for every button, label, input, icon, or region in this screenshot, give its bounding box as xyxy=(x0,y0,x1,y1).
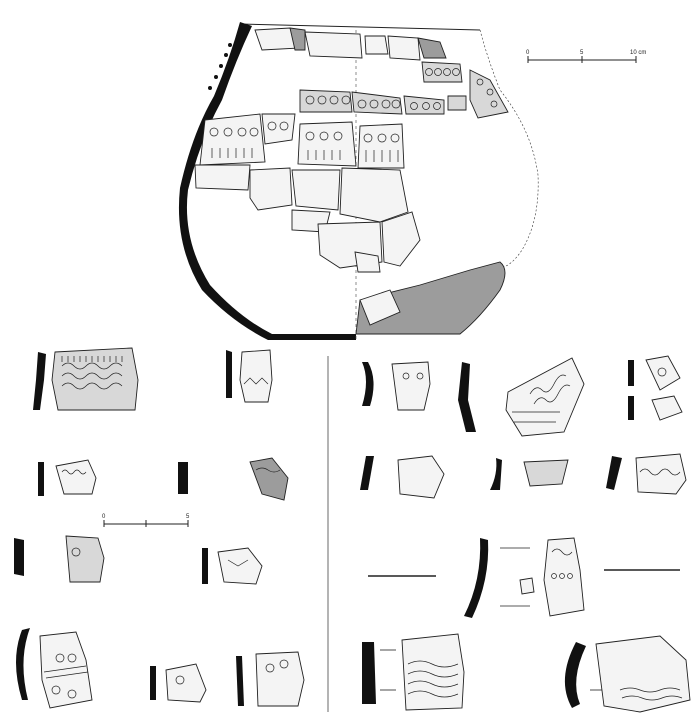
scale-label-0: 0 xyxy=(526,50,530,56)
sherd-9 xyxy=(236,651,305,707)
sherd-2 xyxy=(226,349,273,403)
sherd-16 xyxy=(464,537,585,618)
scale-label-10cm: 10 cm xyxy=(630,50,646,56)
sherd-8 xyxy=(150,663,207,703)
sherd-14 xyxy=(490,458,569,490)
small-scale-label-5: 5 xyxy=(186,514,190,520)
sherd-11 xyxy=(458,357,585,437)
sherd-12 xyxy=(628,355,683,421)
sherd-3 xyxy=(38,459,97,496)
sherd-18 xyxy=(564,635,691,713)
scale-bar-main: 0 5 10 cm xyxy=(526,50,646,63)
sherd-15 xyxy=(606,453,687,495)
small-scale-label-0: 0 xyxy=(102,514,106,520)
sherd-7 xyxy=(16,628,93,709)
scale-label-5: 5 xyxy=(580,50,584,56)
sherd-1 xyxy=(33,347,139,411)
reconstructed-vessel xyxy=(178,22,539,340)
section-bars xyxy=(368,569,680,577)
sherd-5 xyxy=(14,535,105,583)
sherd-13 xyxy=(360,455,445,499)
sherd-17 xyxy=(362,633,465,711)
sherd-10 xyxy=(362,361,431,411)
sherd-6 xyxy=(202,547,263,585)
sherd-4 xyxy=(178,457,289,501)
scale-bar-small: 0 5 xyxy=(102,514,190,527)
